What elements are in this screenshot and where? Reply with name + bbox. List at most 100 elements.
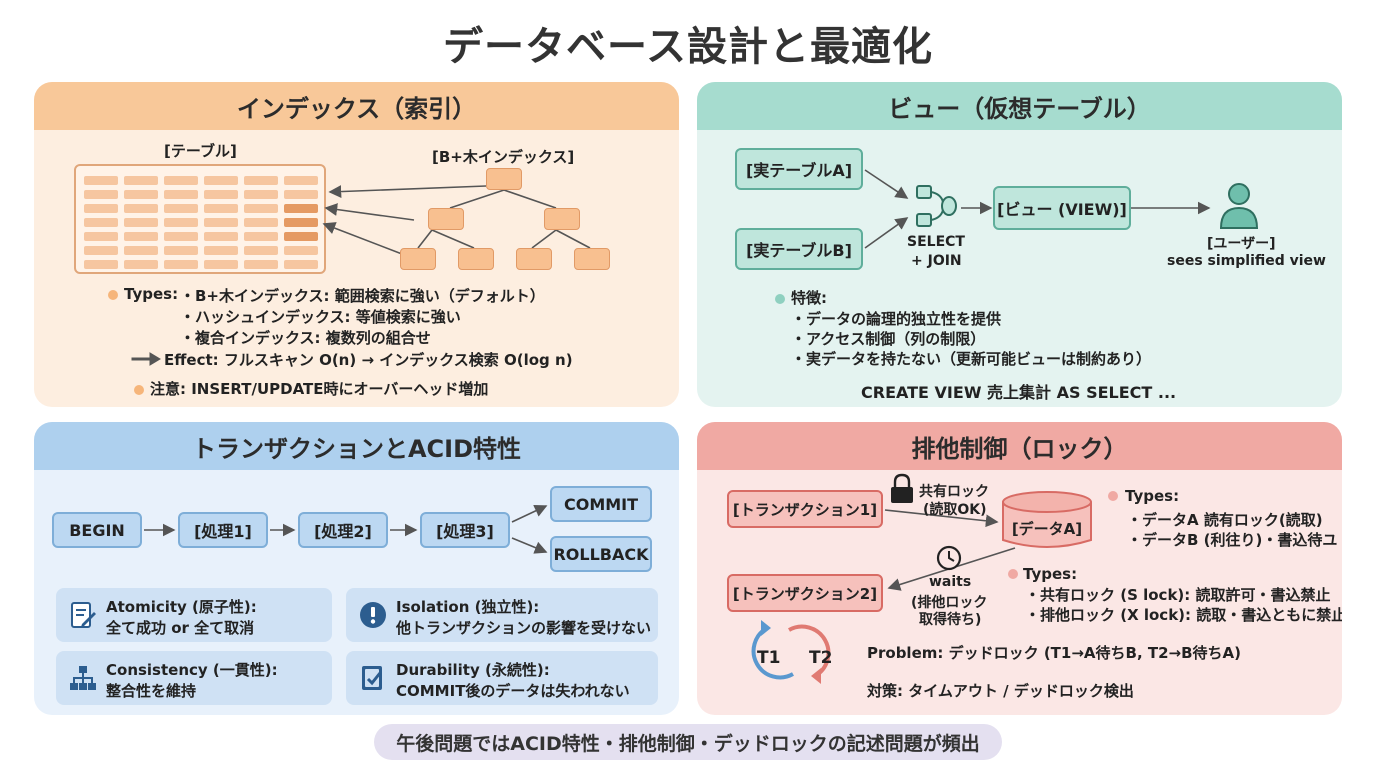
join-icon	[916, 185, 957, 227]
table-graphic	[74, 164, 326, 274]
page-title: データベース設計と最適化	[443, 24, 933, 70]
lock-types-2-label: Types:	[1023, 565, 1078, 583]
table-cell	[164, 190, 198, 199]
step-process-1: [処理1]	[178, 512, 268, 548]
table-cell	[84, 204, 118, 213]
btree-root-node	[486, 168, 522, 190]
bullet-icon	[108, 289, 118, 300]
join-label-1: SELECT	[907, 234, 965, 250]
table-cell	[284, 218, 318, 227]
durability-card: Durability (永続性): COMMIT後のデータは失われない	[346, 651, 658, 705]
acid-panel: トランザクションとACID特性 BEGIN [処理1] [処理2] [処理3] …	[34, 422, 679, 715]
commit-box: COMMIT	[550, 486, 652, 522]
data-a-label: [データA]	[1011, 519, 1083, 538]
view-feature-1: ・データの論理的独立性を提供	[791, 310, 1002, 328]
deadlock-solution: 対策: タイムアウト / デッドロック検出	[867, 682, 1134, 700]
footer-note: 午後問題ではACID特性・排他制御・デッドロックの記述問題が頻出	[374, 724, 1002, 760]
shared-lock-type: ・共有ロック (S lock): 読取許可・書込禁止	[1025, 586, 1331, 604]
database-icon	[1002, 491, 1092, 548]
index-panel: インデックス（索引） [テーブル] [B+木インデックス] Types: ・B+…	[34, 82, 679, 407]
lock-diagram-graphics	[751, 473, 1118, 684]
deadlock-problem: Problem: デッドロック (T1→A待ちB, T2→B待ちA)	[867, 644, 1242, 662]
user-desc: sees simplified view	[1167, 253, 1326, 269]
document-check-icon	[362, 666, 382, 690]
table-cell	[204, 246, 238, 255]
table-cell	[244, 232, 278, 241]
shared-lock-note: (読取OK)	[923, 502, 987, 518]
document-edit-icon	[71, 602, 96, 628]
consistency-card: Consistency (一貫性): 整合性を維持	[56, 651, 332, 705]
table-cell	[204, 204, 238, 213]
table-cell	[84, 176, 118, 185]
btree-leaf-node	[574, 248, 610, 270]
table-cell	[124, 190, 158, 199]
lock-types-1-item-2: ・データB (利往り)・書込待ユ	[1127, 531, 1338, 549]
table-cell	[124, 204, 158, 213]
table-cell	[84, 260, 118, 269]
index-type-hash: ・ハッシュインデックス: 等値検索に強い	[180, 308, 461, 326]
real-table-a: [実テーブルA]	[735, 148, 863, 190]
table-cell	[244, 260, 278, 269]
bullet-icon	[775, 293, 785, 304]
table-cell	[204, 190, 238, 199]
atomicity-desc: 全て成功 or 全て取消	[106, 619, 255, 637]
btree-leaf-node	[516, 248, 552, 270]
isolation-desc: 他トランザクションの影響を受けない	[396, 619, 652, 637]
transaction-1-box: [トランザクション1]	[727, 490, 883, 528]
effect-arrow-icon	[131, 352, 161, 366]
step-process-2: [処理2]	[298, 512, 388, 548]
isolation-card: Isolation (独立性): 他トランザクションの影響を受けない	[346, 588, 658, 642]
table-cell	[84, 246, 118, 255]
lock-icon	[891, 473, 913, 503]
view-sql: CREATE VIEW 売上集計 AS SELECT ...	[861, 383, 1177, 402]
index-panel-header: インデックス（索引）	[34, 82, 679, 130]
table-cell	[164, 232, 198, 241]
table-cell	[124, 232, 158, 241]
lock-panel-header: 排他制御（ロック）	[697, 422, 1342, 470]
shared-lock-label: 共有ロック	[919, 484, 989, 500]
waits-label: waits	[929, 574, 972, 590]
table-cell	[204, 218, 238, 227]
bullet-icon	[1008, 569, 1018, 579]
table-cell	[244, 176, 278, 185]
view-panel-header: ビュー（仮想テーブル）	[697, 82, 1342, 130]
btree-edges	[322, 185, 591, 255]
table-cell	[244, 204, 278, 213]
table-cell	[244, 190, 278, 199]
view-feature-2: ・アクセス制御（列の制限）	[791, 330, 986, 348]
join-label-2: + JOIN	[911, 253, 962, 269]
table-cell	[204, 260, 238, 269]
table-cell	[204, 232, 238, 241]
table-cell	[284, 260, 318, 269]
table-cell	[284, 232, 318, 241]
user-icon	[1219, 183, 1259, 229]
table-cell	[284, 176, 318, 185]
transaction-flow-arrows	[144, 504, 548, 554]
table-cell	[84, 232, 118, 241]
user-label: [ユーザー]	[1207, 236, 1276, 252]
consistency-desc: 整合性を維持	[106, 682, 197, 700]
table-cell	[164, 246, 198, 255]
btree-node	[544, 208, 580, 230]
view-feature-3: ・実データを持たない（更新可能ビューは制約あり）	[791, 350, 1152, 368]
lock-types-1-item-1: ・データA 読有ロック(読取)	[1127, 511, 1323, 529]
table-cell	[164, 204, 198, 213]
step-process-3: [処理3]	[420, 512, 510, 548]
lock-panel: 排他制御（ロック） [トランザクション1] [トランザクション2]	[697, 422, 1342, 715]
cycle-t1: T1	[757, 648, 781, 668]
table-cell	[84, 218, 118, 227]
acid-panel-header: トランザクションとACID特性	[34, 422, 679, 470]
view-features-label: 特徴:	[775, 287, 827, 308]
table-cell	[84, 190, 118, 199]
table-cell	[284, 204, 318, 213]
table-cell	[124, 176, 158, 185]
table-cell	[124, 246, 158, 255]
table-cell	[124, 260, 158, 269]
transaction-2-box: [トランザクション2]	[727, 574, 883, 612]
index-type-btree: ・B+木インデックス: 範囲検索に強い（デフォルト）	[180, 287, 545, 305]
consistency-title: Consistency (一貫性):	[106, 661, 278, 679]
table-cell	[284, 246, 318, 255]
durability-title: Durability (永続性):	[396, 661, 550, 679]
durability-desc: COMMIT後のデータは失われない	[396, 682, 630, 700]
waits-note-1: (排他ロック	[911, 595, 988, 611]
